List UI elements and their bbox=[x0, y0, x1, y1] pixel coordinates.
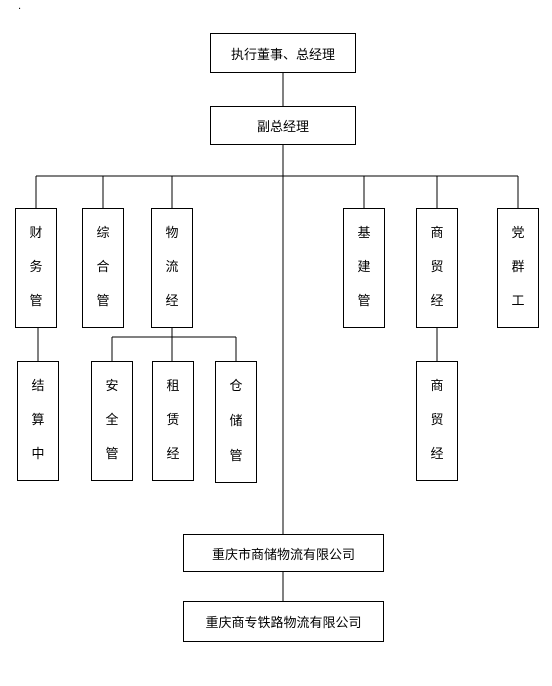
node-leasing-char: 租 bbox=[166, 379, 180, 394]
node-party-char: 群 bbox=[511, 260, 525, 275]
node-general-char: 综 bbox=[96, 226, 110, 241]
node-logistics-char: 流 bbox=[165, 260, 179, 275]
node-construction-char: 基 bbox=[357, 226, 371, 241]
node-settlement-char: 中 bbox=[31, 447, 45, 462]
node-company1: 重庆市商储物流有限公司 bbox=[183, 534, 384, 572]
node-finance-char: 财 bbox=[29, 226, 43, 241]
node-trade-char: 贸 bbox=[430, 260, 444, 275]
node-warehouse-char: 管 bbox=[229, 448, 243, 464]
node-trade-sub-char: 商 bbox=[430, 379, 444, 394]
node-construction-char: 建 bbox=[357, 260, 371, 275]
node-trade-sub-char: 贸 bbox=[430, 413, 444, 428]
node-finance-char: 管 bbox=[29, 294, 43, 309]
node-vp: 副总经理 bbox=[210, 106, 356, 145]
node-party: 党 群 工 bbox=[497, 208, 539, 328]
node-leasing: 租 赁 经 bbox=[152, 361, 194, 481]
node-party-char: 党 bbox=[511, 226, 525, 241]
node-general-char: 合 bbox=[96, 260, 110, 275]
node-ceo: 执行董事、总经理 bbox=[210, 33, 356, 73]
node-general-char: 管 bbox=[96, 294, 110, 309]
node-safety: 安 全 管 bbox=[91, 361, 133, 481]
node-company1-label: 重庆市商储物流有限公司 bbox=[211, 547, 355, 563]
node-general: 综 合 管 bbox=[82, 208, 124, 328]
node-safety-char: 全 bbox=[105, 413, 119, 428]
node-warehouse-char: 仓 bbox=[229, 379, 243, 395]
node-safety-char: 安 bbox=[105, 379, 119, 394]
node-logistics: 物 流 经 bbox=[151, 208, 193, 328]
node-safety-char: 管 bbox=[105, 447, 119, 462]
node-vp-label: 副总经理 bbox=[256, 120, 309, 135]
node-trade-sub: 商 贸 经 bbox=[416, 361, 458, 481]
node-settlement: 结 算 中 bbox=[17, 361, 59, 481]
node-warehouse: 仓 储 管 bbox=[215, 361, 257, 483]
node-company2-label: 重庆商专铁路物流有限公司 bbox=[205, 616, 362, 631]
node-warehouse-char: 储 bbox=[229, 413, 243, 429]
node-leasing-char: 经 bbox=[166, 447, 180, 462]
node-construction: 基 建 管 bbox=[343, 208, 385, 328]
node-finance: 财 务 管 bbox=[15, 208, 57, 328]
node-logistics-char: 物 bbox=[165, 226, 179, 241]
node-leasing-char: 赁 bbox=[166, 413, 180, 428]
node-settlement-char: 结 bbox=[31, 379, 45, 394]
node-party-char: 工 bbox=[511, 294, 525, 309]
node-trade-char: 商 bbox=[430, 226, 444, 241]
node-trade-char: 经 bbox=[430, 294, 444, 309]
node-trade: 商 贸 经 bbox=[416, 208, 458, 328]
corner-mark: . bbox=[18, 1, 22, 12]
node-finance-char: 务 bbox=[29, 260, 43, 275]
node-trade-sub-char: 经 bbox=[430, 447, 444, 462]
node-construction-char: 管 bbox=[357, 294, 371, 309]
node-company2: 重庆商专铁路物流有限公司 bbox=[183, 601, 384, 642]
node-settlement-char: 算 bbox=[31, 413, 45, 428]
node-ceo-label: 执行董事、总经理 bbox=[230, 47, 335, 63]
node-logistics-char: 经 bbox=[165, 294, 179, 309]
